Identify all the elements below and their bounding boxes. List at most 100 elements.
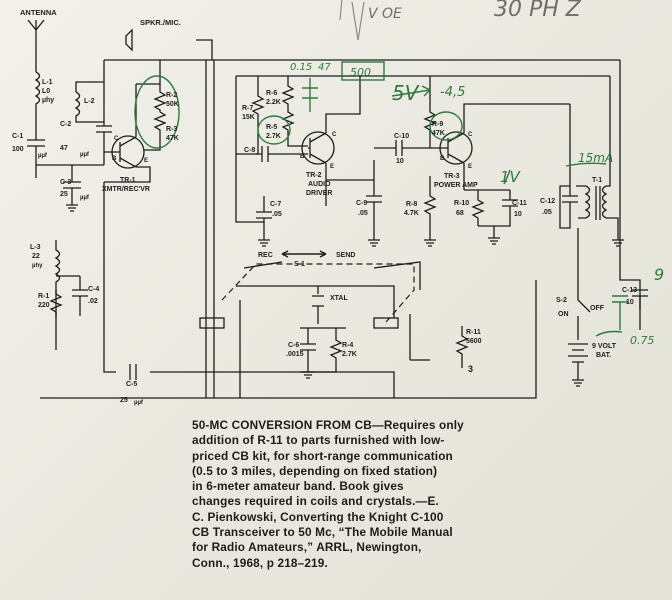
r5-value: 2.7K bbox=[266, 133, 281, 140]
caption-line-7: C. Pienkowski, Converting the Knight C-1… bbox=[192, 509, 444, 524]
tr2-name: TR-2 bbox=[306, 172, 322, 179]
caption-line-10: Conn., 1968, p 218–219. bbox=[192, 555, 328, 570]
handwritten-r-top2: 47 bbox=[318, 62, 331, 73]
c3-name: C-3 bbox=[60, 179, 71, 186]
c3-value: 25 bbox=[60, 191, 68, 198]
c11-name: C-11 bbox=[512, 200, 527, 207]
caption-line-8: CB Transceiver to 50 Mc, “The Mobile Man… bbox=[192, 525, 453, 540]
antenna-symbol bbox=[27, 19, 45, 72]
tr1-name: TR-1 bbox=[120, 177, 136, 184]
caption-line-5: in 6-meter amateur band. Book gives bbox=[192, 479, 404, 494]
c8-name: C-8 bbox=[244, 147, 255, 154]
r4-name: R-4 bbox=[342, 342, 353, 349]
c10-value: 10 bbox=[396, 158, 404, 165]
tr1-pin-e: E bbox=[144, 158, 148, 164]
tr3-role: POWER AMP bbox=[434, 182, 478, 189]
tr2-line2: AUDIO bbox=[308, 181, 331, 188]
terminal-three: 3 bbox=[468, 364, 473, 374]
c7-capacitor bbox=[235, 196, 272, 240]
pencil-annotations bbox=[134, 61, 628, 337]
r7-value: 15K bbox=[242, 114, 255, 121]
tr2-line3: DRIVER bbox=[306, 190, 332, 197]
r4-value: 2.7K bbox=[342, 351, 357, 358]
caption-line-4: (0.5 to 3 miles, depending on fixed stat… bbox=[192, 463, 438, 478]
c8-capacitor bbox=[256, 146, 308, 162]
c5-value: 25 bbox=[120, 397, 128, 404]
tr2-transistor bbox=[301, 131, 335, 165]
l3-coil bbox=[54, 240, 61, 350]
tr1-pin-b: B bbox=[112, 156, 117, 162]
c10-capacitor bbox=[374, 140, 440, 156]
c1-capacitor bbox=[27, 118, 45, 165]
handwritten-side: 0.75 bbox=[630, 334, 655, 347]
r1-value: 220 bbox=[38, 302, 50, 309]
c12-name: C-12 bbox=[540, 198, 555, 205]
l3-name: L-3 bbox=[30, 244, 41, 251]
handwritten-1v: 1V bbox=[500, 168, 522, 186]
caption-line-1: —Requires only bbox=[371, 418, 464, 432]
c2-value: 47 bbox=[60, 145, 68, 152]
handwritten-current: 15mA bbox=[578, 151, 613, 165]
c5-unit: µµf bbox=[134, 400, 144, 406]
bat-line2: BAT. bbox=[596, 352, 611, 359]
r9-resistor bbox=[423, 76, 437, 148]
r11-resistor bbox=[240, 314, 469, 398]
s1-wafer-wires bbox=[205, 60, 215, 398]
handwritten-top-mid: V OE bbox=[368, 6, 402, 22]
handwritten-side2: 9 bbox=[654, 265, 664, 284]
l1-unit: µhy bbox=[42, 97, 54, 104]
r9-name: R-9 bbox=[432, 121, 443, 128]
l3-unit: µhy bbox=[32, 263, 43, 269]
figure-caption: 50-MC CONVERSION FROM CB—Requires only a… bbox=[192, 418, 484, 571]
c12-capacitor bbox=[559, 104, 578, 229]
wiring bbox=[27, 19, 648, 399]
r10-name: R-10 bbox=[454, 200, 469, 207]
l1-value: L0 bbox=[42, 88, 50, 95]
r10-resistor bbox=[464, 189, 510, 226]
c1-value: 100 bbox=[12, 146, 24, 153]
tr2-pin-c: C bbox=[332, 132, 337, 138]
r7-name: R-7 bbox=[242, 105, 253, 112]
c2-unit: µµf bbox=[80, 152, 90, 158]
t1-transformer bbox=[584, 185, 608, 220]
speaker-symbol bbox=[125, 28, 213, 60]
c5-capacitor bbox=[103, 182, 240, 380]
r2-r3-resistors bbox=[136, 83, 167, 151]
caption-line-2: addition of R-11 to parts furnished with… bbox=[192, 433, 445, 448]
r6-r5-resistors bbox=[281, 76, 308, 147]
rec-send-arrow bbox=[281, 250, 327, 258]
r11-value: 5600 bbox=[466, 338, 482, 345]
r2-name: R-2 bbox=[166, 92, 177, 99]
c11-capacitor bbox=[478, 190, 518, 238]
tr3-pin-e: E bbox=[468, 164, 472, 170]
l1-coil bbox=[34, 71, 41, 118]
r10-value: 68 bbox=[456, 210, 464, 217]
tr2-pin-b: B bbox=[300, 154, 305, 160]
tr2-pin-e: E bbox=[330, 164, 334, 170]
s1-name: S-1 bbox=[294, 261, 305, 268]
c9-name: C-9 bbox=[356, 200, 367, 207]
r3-name: R-3 bbox=[166, 126, 177, 133]
c7-name: C-7 bbox=[270, 201, 281, 208]
r1-name: R-1 bbox=[38, 293, 49, 300]
s2-name: S-2 bbox=[556, 297, 567, 304]
caption-line-6: changes required in coils and crystals.—… bbox=[192, 494, 439, 509]
c9-capacitor bbox=[326, 160, 382, 240]
c4-capacitor bbox=[56, 275, 88, 316]
l3-value: 22 bbox=[32, 253, 40, 260]
rec-label: REC bbox=[258, 252, 273, 259]
t1-name: T-1 bbox=[592, 177, 602, 184]
tr1-role: XMTR/REC'VR bbox=[102, 186, 150, 193]
l2-coil bbox=[74, 81, 104, 123]
r6-value: 2.2K bbox=[266, 99, 281, 106]
antenna-label: ANTENNA bbox=[20, 8, 57, 17]
handwritten-r-top: 0.15 bbox=[290, 62, 312, 73]
c1-name: C-1 bbox=[12, 133, 23, 140]
c7-value: .05 bbox=[272, 211, 282, 218]
r8-value: 4.7K bbox=[404, 210, 419, 217]
tr3-pin-c: C bbox=[468, 132, 473, 138]
s1-dashed-linkage bbox=[221, 263, 415, 323]
c13-value: 10 bbox=[626, 299, 634, 306]
